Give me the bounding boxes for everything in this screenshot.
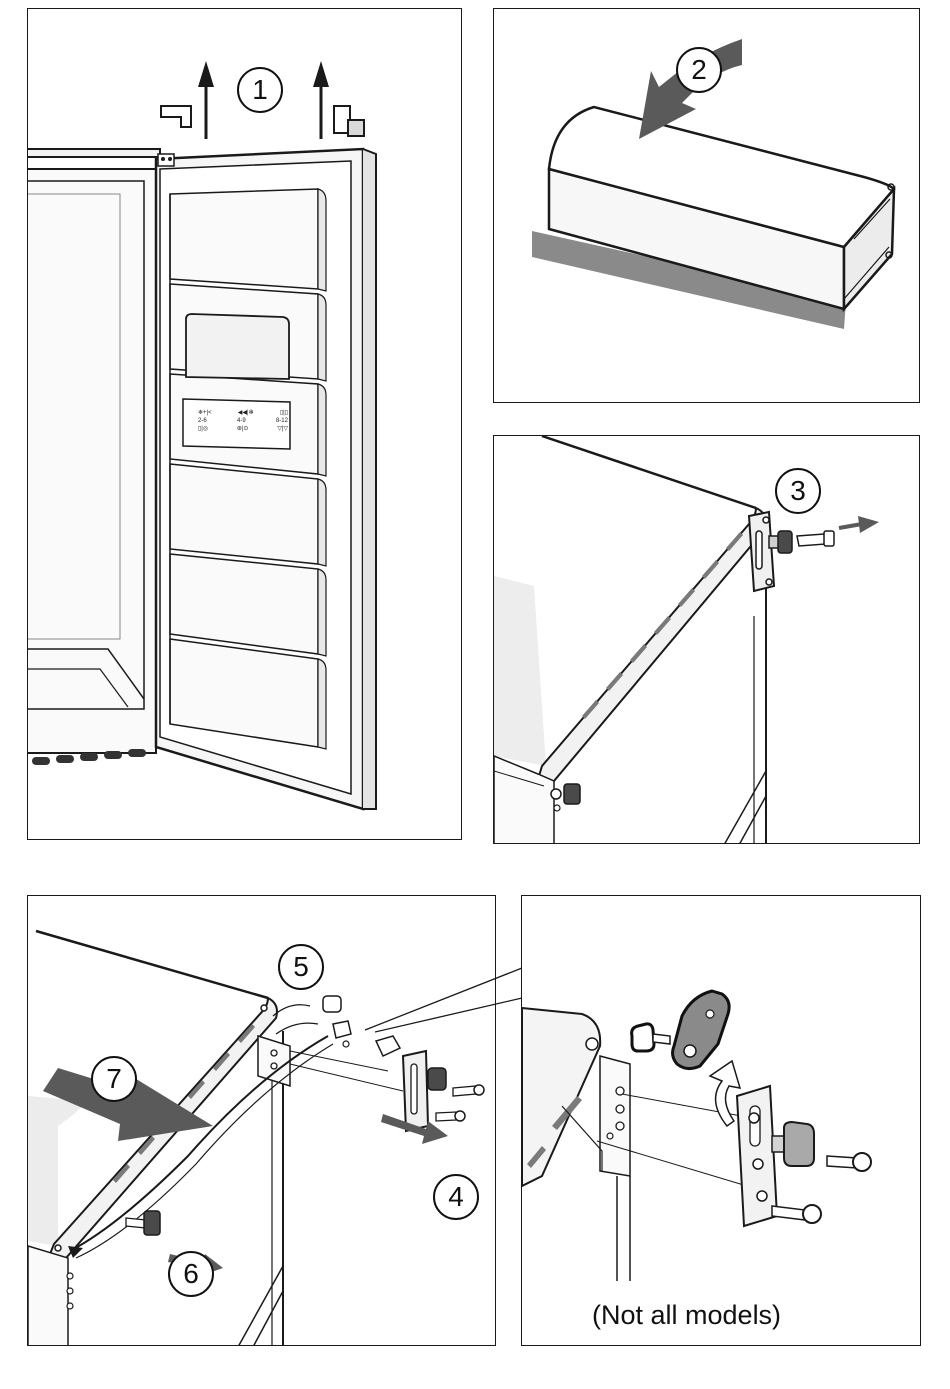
panel-detail: (Not all models) <box>521 895 921 1346</box>
panel-step-1: ❄+|< ◀◀|✻ ▯|▯ 2-6 4-9 8-12 ▯|◎ ⊛|⊙ ▽|▽ 1 <box>27 8 462 840</box>
detail-caption: (Not all models) <box>592 1300 781 1331</box>
step-number-1: 1 <box>237 67 283 113</box>
display-label: ▯|◎ <box>198 425 208 433</box>
arrow-up-icon <box>198 61 214 139</box>
hinge-relocation-drawing <box>28 896 496 1346</box>
display-label: ◀◀|✻ <box>238 409 254 417</box>
hinge-pin-removal-drawing <box>494 436 920 844</box>
display-label: ❄+|< <box>198 409 212 417</box>
display-label: ▽|▽ <box>277 425 288 433</box>
display-label: 4-9 <box>237 417 246 425</box>
display-label: 2-6 <box>198 417 207 425</box>
hinge-cap-right <box>348 120 364 136</box>
hinge-cap-left <box>161 106 191 127</box>
display-label: ⊛|⊙ <box>237 425 249 433</box>
step-number-5: 5 <box>278 944 324 990</box>
step-number-7: 7 <box>91 1056 137 1102</box>
step-number-6: 6 <box>168 1251 214 1297</box>
arrow-right-icon <box>839 516 879 533</box>
hinge-detail-drawing <box>522 896 921 1346</box>
curved-arrow-icon <box>710 1061 740 1126</box>
panel-step-4-7: 5 7 4 6 <box>27 895 496 1346</box>
step-number-2: 2 <box>676 47 722 93</box>
panel-step-3: 3 <box>493 435 920 844</box>
step-number-4: 4 <box>433 1174 479 1220</box>
display-label: 8-12 <box>276 417 288 425</box>
display-label: ▯|▯ <box>280 409 288 417</box>
panel-step-2: 2 <box>493 8 920 403</box>
step-number-3: 3 <box>775 468 821 514</box>
control-display-labels: ❄+|< ◀◀|✻ ▯|▯ 2-6 4-9 8-12 ▯|◎ ⊛|⊙ ▽|▽ <box>198 409 288 433</box>
arrow-up-icon <box>313 61 329 139</box>
